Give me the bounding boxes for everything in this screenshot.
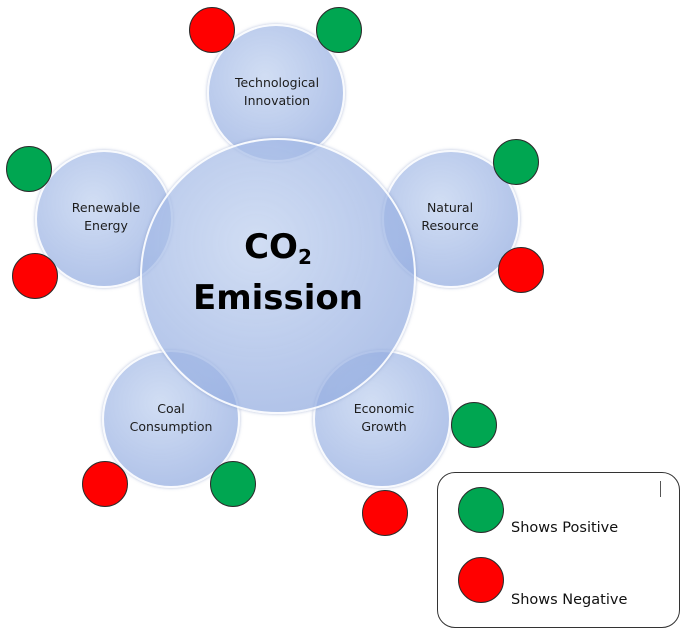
label-line: Growth: [361, 419, 407, 434]
negative-effect-dot-technological-innovation: [189, 7, 235, 53]
negative-effect-dot-coal-consumption: [82, 461, 128, 507]
co-text: CO: [244, 227, 298, 267]
co2-subscript: 2: [297, 245, 312, 269]
legend-positive-dot: [458, 487, 504, 533]
positive-effect-dot-renewable-energy: [6, 146, 52, 192]
positive-effect-dot-coal-consumption: [210, 461, 256, 507]
label-line: Innovation: [243, 93, 311, 108]
negative-effect-dot-natural-resource: [498, 247, 544, 293]
label-line: Energy: [84, 218, 128, 233]
center-title-line2: Emission: [193, 278, 363, 318]
label-line: Technological: [234, 75, 320, 90]
positive-effect-dot-natural-resource: [493, 139, 539, 185]
label-technological-innovation: Technological Innovation: [235, 74, 319, 110]
label-line: Economic: [353, 401, 415, 416]
label-natural-resource: Natural Resource: [421, 199, 478, 235]
positive-effect-dot-technological-innovation: [316, 7, 362, 53]
center-bubble-co2-emission: [140, 138, 416, 414]
label-line: Consumption: [129, 419, 213, 434]
label-coal-consumption: Coal Consumption: [130, 400, 213, 436]
text-cursor-caret: [660, 481, 661, 497]
legend-box: Shows Positive Shows Negative: [437, 472, 680, 628]
label-line: Renewable: [71, 200, 141, 215]
negative-effect-dot-economic-growth: [362, 490, 408, 536]
center-title: CO2 Emission: [193, 227, 363, 319]
label-renewable-energy: Renewable Energy: [72, 199, 140, 235]
label-line: Resource: [421, 218, 479, 233]
legend-negative-label: Shows Negative: [511, 592, 628, 608]
center-title-line1: CO2: [193, 227, 363, 277]
positive-effect-dot-economic-growth: [451, 402, 497, 448]
negative-effect-dot-renewable-energy: [12, 253, 58, 299]
legend-negative-dot: [458, 557, 504, 603]
label-economic-growth: Economic Growth: [354, 400, 415, 436]
legend-positive-label: Shows Positive: [511, 520, 619, 536]
label-line: Natural: [426, 200, 474, 215]
label-line: Coal: [157, 401, 185, 416]
